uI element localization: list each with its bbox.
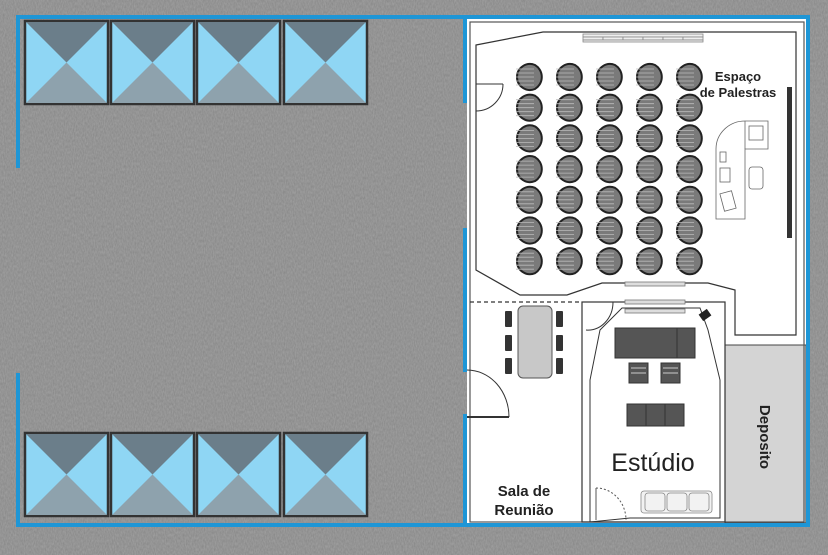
lecture-chair bbox=[636, 216, 663, 245]
lecture-chair bbox=[516, 63, 543, 91]
glass-panel bbox=[624, 299, 686, 305]
lecture-chair bbox=[556, 247, 583, 276]
top-windows bbox=[23, 19, 369, 106]
studio-label: Estúdio bbox=[611, 449, 694, 477]
glass-panel bbox=[624, 281, 686, 287]
lecture-chair bbox=[636, 155, 663, 184]
lecture-chair bbox=[556, 185, 583, 214]
lecture-chair bbox=[676, 216, 703, 245]
lecture-chair bbox=[636, 93, 663, 122]
lecture-chair bbox=[636, 124, 663, 153]
lecture-chair bbox=[596, 124, 623, 153]
camera-icon bbox=[698, 308, 712, 322]
lecture-chair bbox=[596, 63, 623, 91]
lecture-chair bbox=[596, 247, 623, 276]
window-icon bbox=[282, 19, 369, 106]
sofa bbox=[640, 490, 713, 514]
lecture-chair bbox=[636, 185, 663, 214]
studio-chairs bbox=[628, 362, 681, 384]
storage-label: Deposito bbox=[756, 405, 773, 469]
window-icon bbox=[195, 431, 282, 518]
lecture-chair bbox=[556, 93, 583, 122]
lecture-chair bbox=[676, 124, 703, 153]
storage-room bbox=[724, 344, 807, 524]
lecture-chair bbox=[596, 185, 623, 214]
lecture-chair bbox=[636, 63, 663, 91]
window-icon bbox=[109, 19, 196, 106]
glass-panel bbox=[624, 308, 686, 314]
speaker-desk bbox=[715, 120, 769, 220]
lecture-chair bbox=[556, 124, 583, 153]
lecture-chair bbox=[676, 63, 703, 91]
meeting-room-label-line2: Reunião bbox=[494, 502, 553, 519]
window-icon bbox=[282, 431, 369, 518]
lecture-chair bbox=[596, 93, 623, 122]
lecture-chair bbox=[596, 216, 623, 245]
window-icon bbox=[23, 19, 110, 106]
lecture-chair bbox=[556, 216, 583, 245]
lecture-chair bbox=[676, 155, 703, 184]
lecture-chair bbox=[516, 185, 543, 214]
meeting-table bbox=[517, 305, 553, 379]
equipment-rack bbox=[626, 403, 685, 427]
studio-door-bottom bbox=[595, 487, 627, 521]
lecture-room-label-line1: Espaço bbox=[715, 69, 761, 84]
lecture-chair bbox=[556, 155, 583, 184]
mixing-console bbox=[614, 327, 696, 359]
lecture-chair bbox=[556, 63, 583, 91]
lecture-chair bbox=[596, 155, 623, 184]
meeting-room-label-line1: Sala de bbox=[498, 483, 551, 500]
lecture-chair bbox=[516, 247, 543, 276]
lecture-chair bbox=[676, 93, 703, 122]
lecture-chair bbox=[636, 247, 663, 276]
building-walls bbox=[463, 15, 810, 527]
window-icon bbox=[109, 431, 196, 518]
meeting-chairs bbox=[505, 311, 563, 374]
lecture-chair bbox=[676, 185, 703, 214]
meeting-door bbox=[466, 369, 510, 418]
lecture-chair bbox=[516, 155, 543, 184]
lecture-room-outline bbox=[475, 31, 797, 336]
lecture-chairs bbox=[516, 63, 703, 276]
studio-door-top bbox=[585, 301, 614, 331]
window-icon bbox=[195, 19, 282, 106]
acoustic-panels bbox=[582, 33, 704, 43]
whiteboard bbox=[787, 87, 792, 238]
lecture-chair bbox=[516, 216, 543, 245]
lecture-door bbox=[475, 83, 504, 112]
window-icon bbox=[23, 431, 110, 518]
lecture-chair bbox=[516, 124, 543, 153]
open-area-walls bbox=[16, 15, 465, 527]
bottom-windows bbox=[23, 431, 369, 518]
lecture-chair bbox=[516, 93, 543, 122]
lecture-room-label-line2: de Palestras bbox=[700, 85, 777, 100]
lecture-chair bbox=[676, 247, 703, 276]
